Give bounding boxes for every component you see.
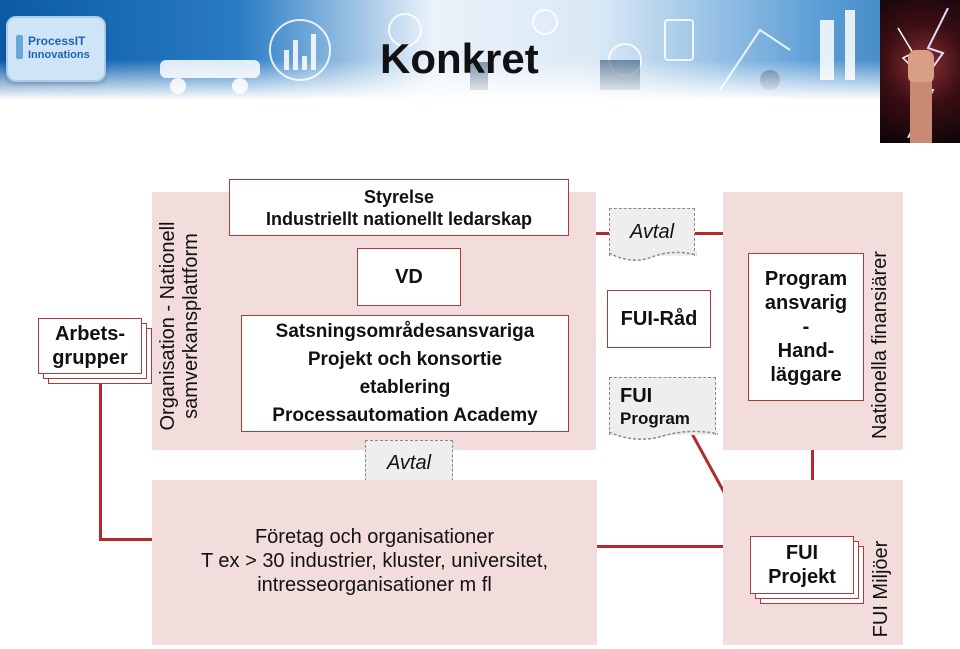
fui-rad-box: FUI-Råd (607, 290, 711, 348)
arm-image (910, 82, 932, 143)
fui-miljoer-label: FUI Miljöer (868, 529, 894, 649)
foretag-text: Företag och organisationer T ex > 30 ind… (152, 525, 597, 597)
foretag-line3: intresseorganisationer m fl (152, 573, 597, 597)
avtal-bottom-label: Avtal (387, 452, 431, 475)
fui-projekt-box: FUI Projekt (750, 536, 854, 594)
foretag-line2: T ex > 30 industrier, kluster, universit… (152, 549, 597, 573)
vd-box: VD (357, 248, 461, 306)
connector-left-to-company (99, 538, 154, 541)
logo-mark-icon (16, 35, 23, 59)
satsning-line3: etablering (360, 374, 451, 402)
fui-program-line1: FUI (620, 384, 652, 408)
logo-text-line1: ProcessIT (28, 35, 85, 48)
fist-lightning-photo (880, 0, 960, 143)
satsning-box: Satsningsområdesansvariga Projekt och ko… (241, 315, 569, 432)
program-line3: - (803, 315, 810, 339)
satsning-line4: Processautomation Academy (272, 402, 537, 430)
program-line4: Hand- (778, 339, 835, 363)
foretag-line1: Företag och organisationer (152, 525, 597, 549)
fui-program-line2: Program (620, 408, 690, 430)
tag-wave-shape (608, 251, 698, 265)
program-line5: läggare (770, 363, 841, 387)
arbetsgrupper-box: Arbets- grupper (38, 318, 142, 374)
arbetsgrupper-line1: Arbets- (55, 322, 125, 346)
processit-logo: ProcessIT Innovations (6, 16, 106, 82)
avtal-tag-top: Avtal (609, 208, 695, 256)
tag-wave-shape (608, 430, 719, 444)
styrelse-title: Styrelse (364, 186, 434, 208)
connector-finance-down (811, 446, 814, 480)
logo-text-line2: Innovations (28, 49, 90, 62)
page-title: Konkret (380, 34, 539, 84)
fui-projekt-line1: FUI (786, 541, 818, 565)
connector-left-vertical (99, 372, 102, 540)
satsning-line1: Satsningsområdesansvariga (276, 318, 535, 346)
fist-image (908, 50, 934, 84)
fui-rad-label: FUI-Råd (621, 308, 698, 331)
avtal-top-label: Avtal (630, 221, 674, 244)
program-line2: ansvarig (765, 291, 847, 315)
organisation-label: Organisation - Nationell samverkansplatt… (157, 206, 205, 446)
styrelse-subtitle: Industriellt nationellt ledarskap (266, 208, 532, 230)
fui-projekt-line2: Projekt (768, 565, 836, 589)
organisation-label-line2: samverkansplattform (180, 206, 203, 446)
satsning-line2: Projekt och konsortie (308, 346, 502, 374)
vd-label: VD (395, 266, 423, 289)
program-line1: Program (765, 267, 847, 291)
nationella-finansiarer-label: Nationella finansiärer (867, 230, 893, 460)
arbetsgrupper-line2: grupper (52, 346, 128, 370)
styrelse-box: Styrelse Industriellt nationellt ledarsk… (229, 179, 569, 236)
fui-program-tag: FUI Program (609, 377, 716, 435)
organisation-label-line1: Organisation - Nationell (157, 206, 180, 446)
program-ansvarig-box: Program ansvarig - Hand- läggare (748, 253, 864, 401)
